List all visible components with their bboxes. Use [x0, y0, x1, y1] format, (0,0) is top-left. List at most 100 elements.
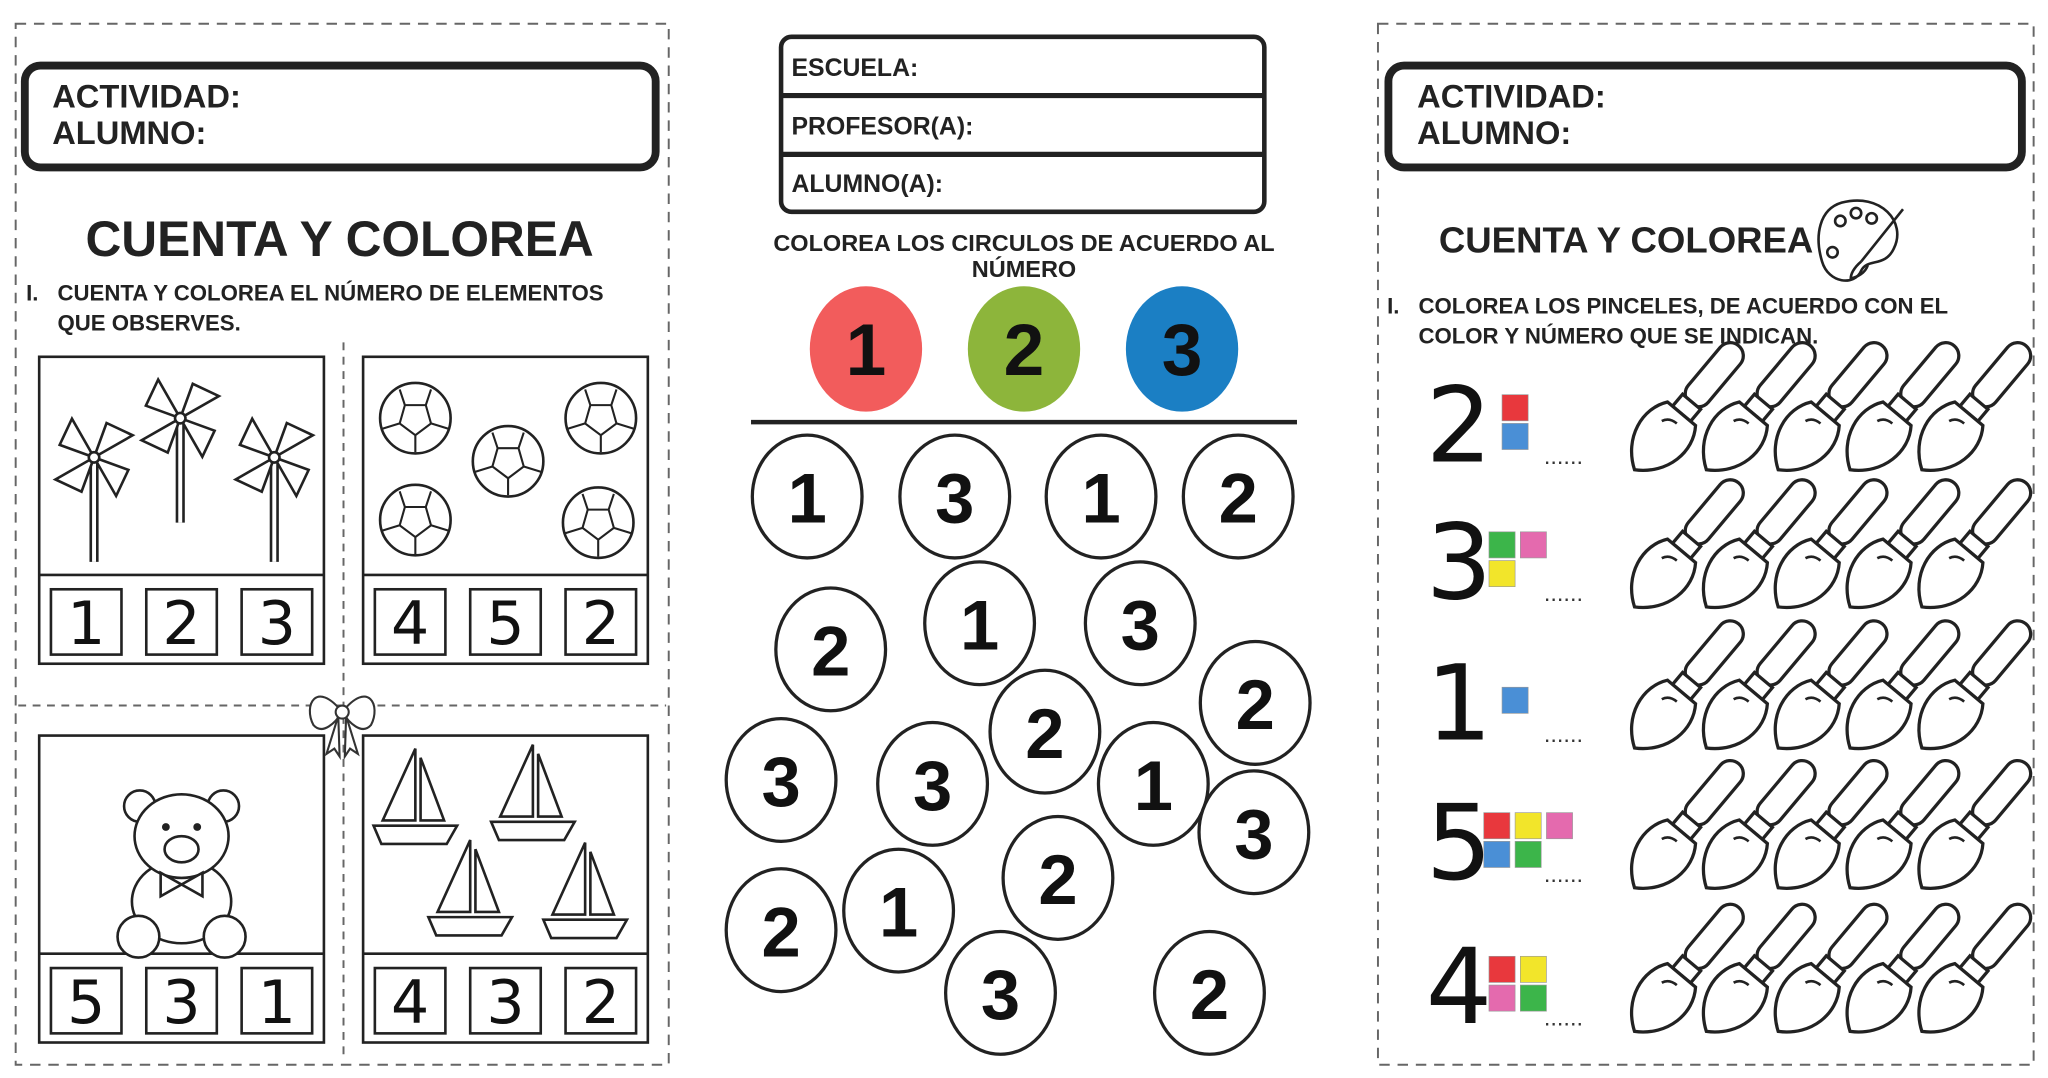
circle-number: 1 [960, 585, 999, 664]
sheet-title: CUENTA Y COLOREA [85, 211, 593, 267]
paintbrush-icon[interactable] [1901, 466, 2046, 625]
legend-number: 2 [1004, 310, 1045, 391]
legend-color-circle [967, 286, 1081, 412]
answer-number: 1 [258, 968, 296, 1038]
color-circle[interactable]: 3 [724, 716, 838, 843]
color-circle[interactable]: 2 [1152, 929, 1266, 1056]
circle-number: 2 [1038, 840, 1077, 919]
paintbrush-icon[interactable] [1901, 607, 2046, 766]
brush-row-4: 4...... [1426, 890, 2046, 1049]
color-circle[interactable]: 2 [724, 867, 838, 994]
paintbrush-icon[interactable] [1758, 328, 1903, 487]
answer-option[interactable]: 3 [144, 966, 219, 1038]
sail [380, 748, 417, 822]
color-circle[interactable]: 2 [988, 668, 1102, 795]
brush-shine [1876, 836, 1894, 843]
paintbrush-icon[interactable] [1901, 746, 2046, 905]
blade [138, 415, 183, 455]
answer-option[interactable]: 1 [49, 587, 123, 659]
answer-option[interactable]: 2 [144, 587, 219, 659]
brush-tip [1917, 400, 1985, 472]
paintbrush-icon[interactable] [1614, 328, 1759, 487]
color-circle[interactable]: 3 [898, 433, 1012, 560]
paintbrush-icon[interactable] [1829, 328, 1974, 487]
answer-number: 5 [67, 968, 105, 1038]
paintbrush-icon[interactable] [1686, 890, 1831, 1049]
paintbrush-icon[interactable] [1901, 328, 2046, 487]
ball-pattern [382, 490, 449, 555]
paintbrush-icon[interactable] [1829, 890, 1974, 1049]
paintbrush-icon[interactable] [1829, 746, 1974, 905]
color-circle[interactable]: 3 [943, 929, 1057, 1056]
answer-option[interactable]: 5 [468, 587, 543, 659]
brush-tip [1629, 818, 1698, 890]
paintbrush-icon[interactable] [1758, 746, 1903, 905]
answer-box [144, 587, 219, 656]
foot [202, 914, 247, 959]
paintbrush-icon[interactable] [1614, 466, 1759, 625]
circle-outline [1197, 769, 1311, 896]
paintbrush-icon[interactable] [1614, 890, 1759, 1049]
brush-tip [1917, 537, 1985, 610]
blade [238, 415, 278, 460]
circle-number: 1 [788, 459, 827, 538]
color-circle[interactable]: 1 [1044, 433, 1158, 560]
brush-tip [1701, 678, 1770, 751]
color-circle[interactable]: 2 [774, 586, 888, 713]
quadrant-frame [361, 355, 650, 666]
color-circle[interactable]: 1 [842, 847, 956, 974]
paintbrush-icon[interactable] [1758, 607, 1903, 766]
answer-box [240, 587, 314, 656]
ball [378, 483, 452, 557]
answer-option[interactable]: 3 [240, 587, 314, 659]
circle-outline [842, 847, 956, 974]
color-circle[interactable]: 2 [1001, 814, 1115, 941]
paintbrush-icon[interactable] [1686, 746, 1831, 905]
sail [474, 848, 501, 914]
paintbrush-icon[interactable] [1829, 466, 1974, 625]
answer-option[interactable]: 2 [564, 966, 638, 1038]
color-circle[interactable]: 1 [923, 560, 1037, 687]
brush-tip [1629, 537, 1698, 610]
answer-option[interactable]: 4 [373, 587, 447, 659]
paintbrush-icon[interactable] [1614, 607, 1759, 766]
color-circle[interactable]: 1 [1096, 720, 1210, 847]
answer-option[interactable]: 4 [373, 966, 447, 1038]
answer-option[interactable]: 1 [240, 966, 314, 1038]
color-circle[interactable]: 2 [1181, 433, 1295, 560]
answer-number: 5 [486, 589, 524, 659]
paintbrush-icon[interactable] [1901, 890, 2046, 1049]
answer-option[interactable]: 5 [49, 966, 123, 1038]
dotted-leader: ...... [1544, 721, 1583, 747]
dotted-leader: ...... [1544, 861, 1583, 887]
paintbrush-icon[interactable] [1614, 746, 1759, 905]
paintbrush-icon[interactable] [1758, 890, 1903, 1049]
color-circle[interactable]: 2 [1198, 639, 1312, 766]
paintbrush-icon[interactable] [1829, 607, 1974, 766]
answer-number: 3 [486, 968, 524, 1038]
brush-shine [1661, 836, 1678, 843]
color-circle[interactable]: 1 [750, 433, 864, 560]
instruction-line-1: COLOREA LOS PINCELES, DE ACUERDO CON EL [1418, 294, 1948, 319]
answer-number: 3 [162, 968, 200, 1038]
brush-shine [1804, 555, 1822, 562]
paintbrush-icon[interactable] [1686, 328, 1831, 487]
ball-pattern [382, 389, 449, 453]
paintbrush-icon[interactable] [1686, 466, 1831, 625]
circle-outline [724, 867, 838, 994]
instruction-line-1: CUENTA Y COLOREA EL NÚMERO DE ELEMENTOS [57, 281, 603, 306]
paintbrush-icon[interactable] [1758, 466, 1903, 625]
answer-number: 3 [258, 589, 296, 659]
legend-item-2: 2 [967, 286, 1081, 412]
hub [267, 450, 281, 464]
blade [232, 454, 277, 494]
color-circle[interactable]: 3 [876, 720, 990, 847]
color-circle[interactable]: 3 [1197, 769, 1311, 896]
circle-outline [1044, 433, 1158, 560]
paintbrush-icon[interactable] [1686, 607, 1831, 766]
answer-option[interactable]: 2 [564, 587, 638, 659]
color-swatch-pink [1546, 812, 1573, 840]
color-circle[interactable]: 3 [1083, 560, 1197, 687]
row-number: 4 [1426, 926, 1492, 1048]
answer-option[interactable]: 3 [468, 966, 543, 1038]
